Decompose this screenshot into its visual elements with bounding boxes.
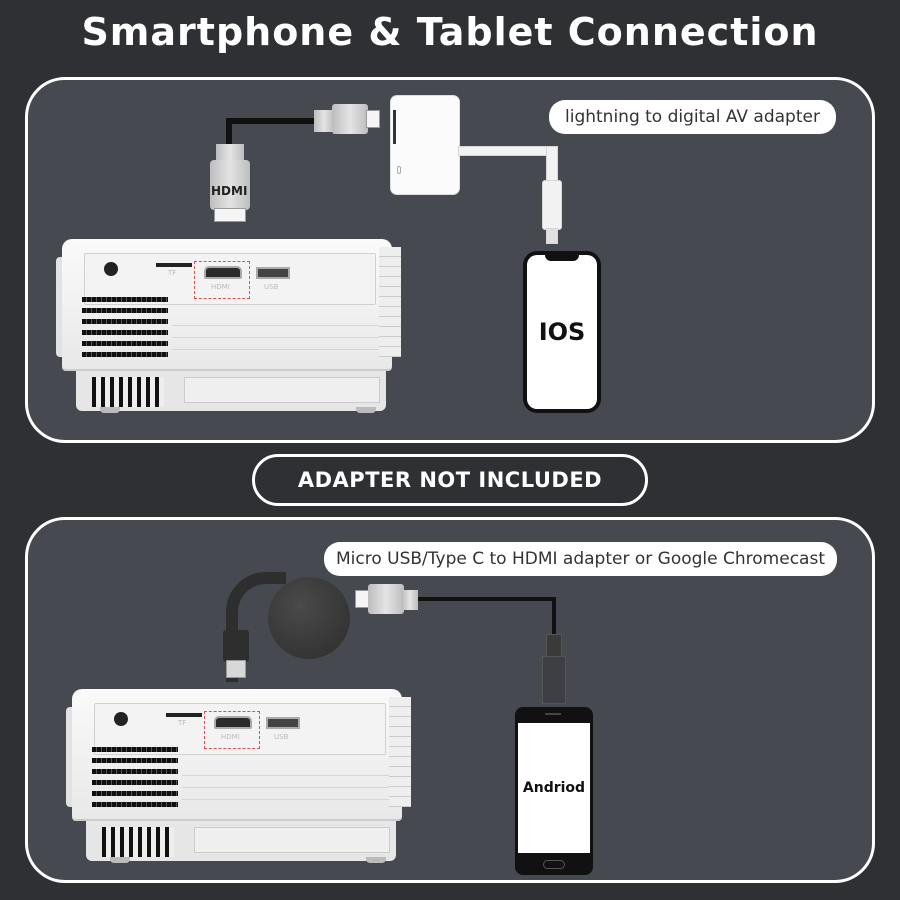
hdmi-port (204, 266, 242, 279)
projector: TF HDMI USB (56, 235, 401, 415)
adapter-not-included-badge: ADAPTER NOT INCLUDED (252, 454, 648, 506)
page-title: Smartphone & Tablet Connection (81, 10, 819, 54)
hdmi-port (214, 716, 252, 729)
adapter-cable (458, 146, 556, 156)
android-adapter-callout: Micro USB/Type C to HDMI adapter or Goog… (324, 542, 837, 576)
ios-phone-label: IOS (527, 255, 597, 409)
projector: TF HDMI USB (66, 685, 411, 865)
hdmi-port-highlight (204, 711, 260, 749)
usb-port (256, 267, 290, 279)
hdmi-port-highlight (194, 261, 250, 299)
android-phone: Andriod (515, 707, 593, 875)
android-phone-label: Andriod (518, 723, 590, 853)
hdmi-plug-label: HDMI (211, 184, 248, 198)
tf-slot (156, 263, 192, 267)
android-connection-panel: Micro USB/Type C to HDMI adapter or Goog… (25, 517, 875, 883)
audio-jack-icon (114, 712, 128, 726)
home-button-icon (543, 860, 565, 869)
ios-connection-panel: lightning to digital AV adapter HDMI TF … (25, 77, 875, 443)
ios-adapter-callout: lightning to digital AV adapter (549, 100, 836, 134)
audio-jack-icon (104, 262, 118, 276)
tf-slot (166, 713, 202, 717)
ios-phone: IOS (523, 251, 601, 413)
usb-port (266, 717, 300, 729)
lightning-av-adapter (391, 96, 459, 194)
chromecast-icon (268, 577, 350, 659)
